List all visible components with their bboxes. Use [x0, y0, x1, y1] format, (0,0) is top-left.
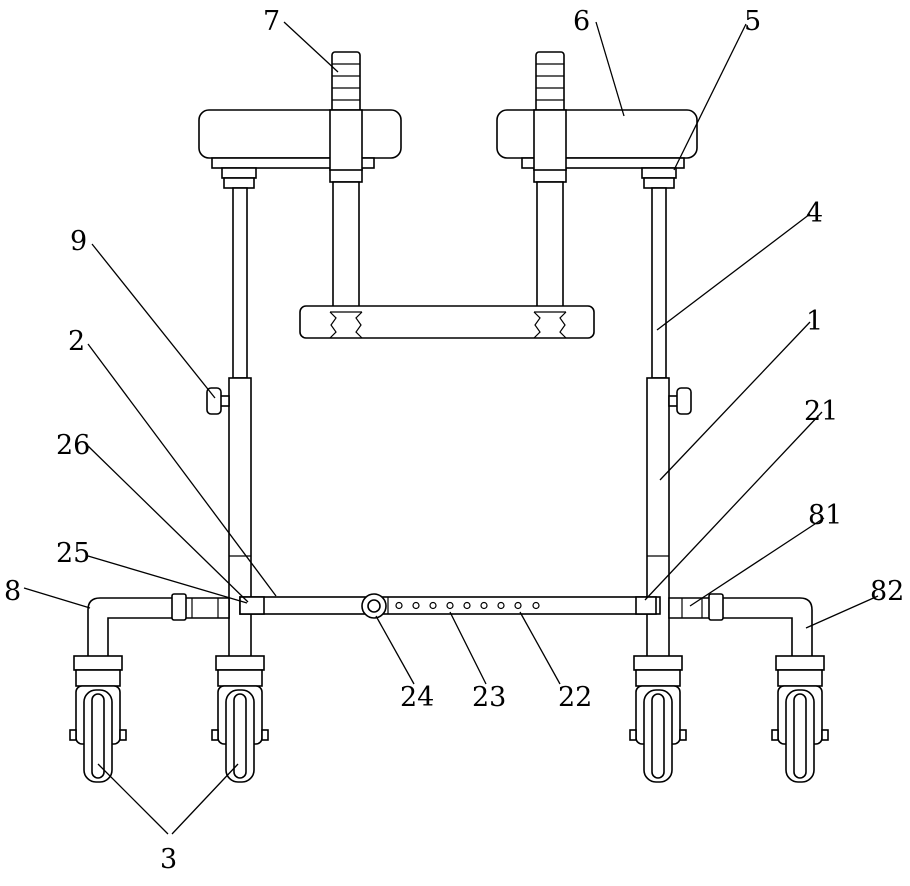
right-outer-leg — [647, 378, 669, 658]
right-post-through-pad — [534, 110, 566, 170]
left-connector-block — [222, 168, 256, 188]
left-outer-leg — [229, 378, 251, 658]
right-connector-block — [642, 168, 676, 188]
left-inner-tube — [233, 188, 247, 378]
label-3: 3 — [160, 844, 177, 875]
caster-wheel-3 — [630, 656, 686, 782]
label-5: 5 — [744, 6, 761, 37]
label-2: 2 — [68, 326, 85, 357]
caster-wheel-2 — [212, 656, 268, 782]
lower-crossbar — [240, 597, 660, 614]
right-locking-knob — [669, 388, 691, 414]
left-handle-grip — [332, 52, 360, 114]
label-9: 9 — [70, 226, 87, 257]
right-handle-grip — [536, 52, 564, 114]
right-inner-tube — [652, 188, 666, 378]
label-81: 81 — [808, 500, 842, 531]
label-25: 25 — [56, 538, 90, 569]
label-22: 22 — [558, 682, 592, 713]
caster-wheel-1 — [70, 656, 126, 782]
right-armrest-pad — [497, 110, 697, 168]
label-1: 1 — [806, 306, 823, 337]
caster-wheel-4 — [772, 656, 828, 782]
left-outrigger-arm — [88, 594, 229, 660]
label-4: 4 — [806, 198, 823, 229]
label-82: 82 — [870, 576, 904, 607]
label-24: 24 — [400, 682, 434, 713]
label-6: 6 — [573, 6, 590, 37]
leader-lines — [24, 22, 878, 834]
upper-crossbar — [300, 306, 594, 338]
label-7: 7 — [263, 6, 280, 37]
left-post-through-pad — [330, 110, 362, 170]
label-23: 23 — [472, 682, 506, 713]
right-outrigger-arm — [669, 594, 812, 660]
left-armrest-pad — [199, 110, 401, 168]
locking-pin — [362, 594, 386, 618]
label-8: 8 — [4, 576, 21, 607]
label-26: 26 — [56, 430, 90, 461]
left-sleeve-block — [240, 597, 264, 614]
label-21: 21 — [804, 396, 838, 427]
